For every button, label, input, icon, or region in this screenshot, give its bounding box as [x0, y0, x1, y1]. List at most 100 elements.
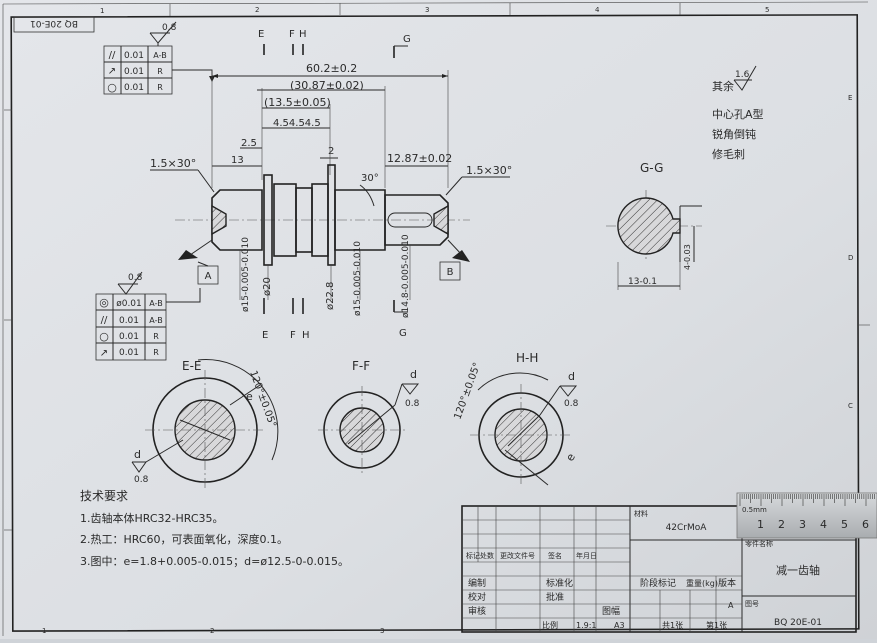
sec-f-bottom: F — [290, 330, 296, 341]
sec-f-top: F — [289, 29, 295, 40]
zone-letter-d: D — [848, 254, 853, 262]
ruler-num-5: 5 — [841, 518, 848, 531]
sec-g-bottom: G — [399, 328, 407, 339]
note-rest: 其余 — [712, 79, 734, 93]
dim-12-87: 12.87±0.02 — [387, 152, 452, 165]
tb-dwg-label: 图号 — [745, 600, 759, 608]
tb-material-label: 材料 — [634, 509, 648, 518]
tol-bot-sym-circularity: ○ — [99, 330, 109, 343]
tb-approve-label: 批准 — [546, 591, 564, 603]
tol-top-sym-circularity: ○ — [107, 81, 117, 94]
angle-30: 30° — [361, 173, 379, 184]
label-h-h: H-H — [516, 351, 538, 365]
note-deburr-edges: 锐角倒钝 — [712, 127, 756, 141]
rough-e-section: 0.8 — [134, 475, 149, 485]
rough-f-section: 0.8 — [405, 399, 420, 409]
note-rest-roughness: 1.6 — [735, 70, 750, 80]
drawing-number-stamp: BQ 20E-01 — [13, 16, 95, 33]
tb-header-sign: 签名 — [548, 551, 562, 560]
tol-top-sym-parallel: // — [109, 50, 116, 61]
label-g-g: G-G — [640, 161, 663, 175]
tol-bot-ref-1: A-B — [149, 299, 162, 308]
tb-role-review: 审核 — [468, 605, 486, 617]
tol-top-sym-runout: ↗ — [108, 66, 116, 77]
drawing-number-inverted: BQ 20E-01 — [30, 18, 78, 28]
label-d-section-f: d — [410, 368, 417, 381]
ruler-num-3: 3 — [799, 518, 806, 531]
label-e-section-e: e — [246, 390, 253, 403]
tol-top-ref-1: A-B — [153, 51, 166, 60]
dim-gg-width: 13-0.1 — [628, 277, 657, 287]
tb-size: A3 — [614, 621, 625, 630]
zone-num-4: 4 — [595, 6, 600, 14]
dim-dia-22-8: ø22.8 — [325, 282, 336, 310]
tb-material-value: 42CrMoA — [666, 523, 708, 533]
ruler-num-2: 2 — [778, 518, 785, 531]
tol-top-val-1: 0.01 — [124, 51, 144, 61]
dim-2-5: 2.5 — [241, 138, 257, 149]
title-block: 标记 处数 更改文件号 签名 年月日 编制 校对 审核 标准化 批准 图幅 比例… — [461, 505, 857, 633]
tech-title: 技术要求 — [80, 489, 128, 503]
label-d-section-h: d — [568, 370, 575, 383]
zone-num-8: 3 — [380, 627, 384, 635]
dim-dia-20: ø20 — [262, 277, 273, 296]
dim-gg-depth: 4-0.03 — [683, 244, 692, 270]
tb-header-count: 处数 — [480, 551, 494, 560]
rough-h-section: 0.8 — [564, 399, 579, 409]
tol-bot-sym-runout: ↗ — [100, 348, 108, 359]
dim-dia-left: ø15-0.005-0.010 — [241, 237, 251, 312]
tb-stage-mark: 阶段标记 — [640, 577, 676, 589]
tol-bot-sym-parallel: // — [101, 315, 108, 326]
zone-letter-c: C — [848, 402, 853, 410]
tb-header-doc: 更改文件号 — [500, 551, 535, 560]
sec-h-bottom: H — [302, 330, 310, 341]
zone-num-2: 2 — [255, 6, 259, 14]
tb-drawing-number: BQ 20E-01 — [774, 618, 822, 628]
dim-dia-mid: ø15-0.005-0.010 — [353, 241, 363, 316]
section-f-f: F-F d 0.8 — [318, 359, 420, 474]
tb-role-draft: 编制 — [468, 577, 486, 589]
tol-bot-val-3: 0.01 — [119, 332, 139, 342]
sec-e-bottom: E — [262, 330, 268, 341]
tol-bot-ref-4: R — [153, 348, 159, 357]
chamfer-right: 1.5×30° — [466, 164, 512, 177]
tol-top-ref-2: R — [157, 67, 163, 76]
section-markers-bottom: E F H G — [262, 298, 408, 341]
dim-overall: 60.2±0.2 — [306, 62, 357, 75]
tol-bot-ref-2: A-B — [149, 316, 162, 325]
section-markers-top: E F H G — [258, 29, 411, 58]
dim-ref-13-5: (13.5±0.05) — [264, 96, 331, 109]
zone-num-7: 2 — [210, 627, 214, 635]
sec-e-top: E — [258, 29, 264, 40]
tol-top-ref-3: R — [157, 83, 163, 92]
zone-num-5: 5 — [765, 6, 769, 14]
tb-sheet-number: 第1张 — [706, 620, 727, 630]
tb-scale-word: 比例 — [542, 620, 558, 630]
tol-bot-val-1: ø0.01 — [116, 299, 142, 309]
tb-header-mark: 标记 — [466, 551, 480, 560]
drawing-frame — [10, 14, 860, 632]
zone-num-1: 1 — [100, 7, 104, 15]
tb-part-name-label: 零件名称 — [745, 539, 773, 548]
label-e-e: E-E — [182, 359, 202, 373]
dim-dia-14-8: ø14.8-0.005-0.010 — [401, 234, 411, 318]
label-d-section-e: d — [134, 448, 141, 461]
tol-top-val-3: 0.01 — [124, 83, 144, 93]
dim-2: 2 — [328, 146, 334, 157]
tb-version: 版本 — [718, 577, 736, 589]
tol-bot-val-2: 0.01 — [119, 316, 139, 326]
shaft-main-view: ø15-0.005-0.010 ø20 ø22.8 ø15-0.005-0.01… — [175, 164, 470, 318]
sec-h-top: H — [299, 29, 307, 40]
tb-std-label: 标准化 — [546, 577, 573, 589]
chamfer-left: 1.5×30° — [150, 157, 196, 170]
steel-ruler: 0.5mm 1 2 3 4 5 6 — [736, 492, 877, 539]
ruler-ticks — [739, 494, 875, 506]
tol-top-val-2: 0.01 — [124, 67, 144, 77]
zone-num-3: 3 — [425, 6, 429, 14]
tolerance-frame-bottom: 0.8 ◎ ø0.01 A-B // 0.01 A-B ○ 0.01 R ↗ 0… — [95, 271, 201, 361]
zone-markers: 1 2 3 4 5 1 2 3 E D C — [4, 3, 870, 635]
tech-item-1: 1.齿轴本体HRC32-HRC35。 — [80, 511, 224, 525]
tb-header-date: 年月日 — [576, 551, 597, 560]
